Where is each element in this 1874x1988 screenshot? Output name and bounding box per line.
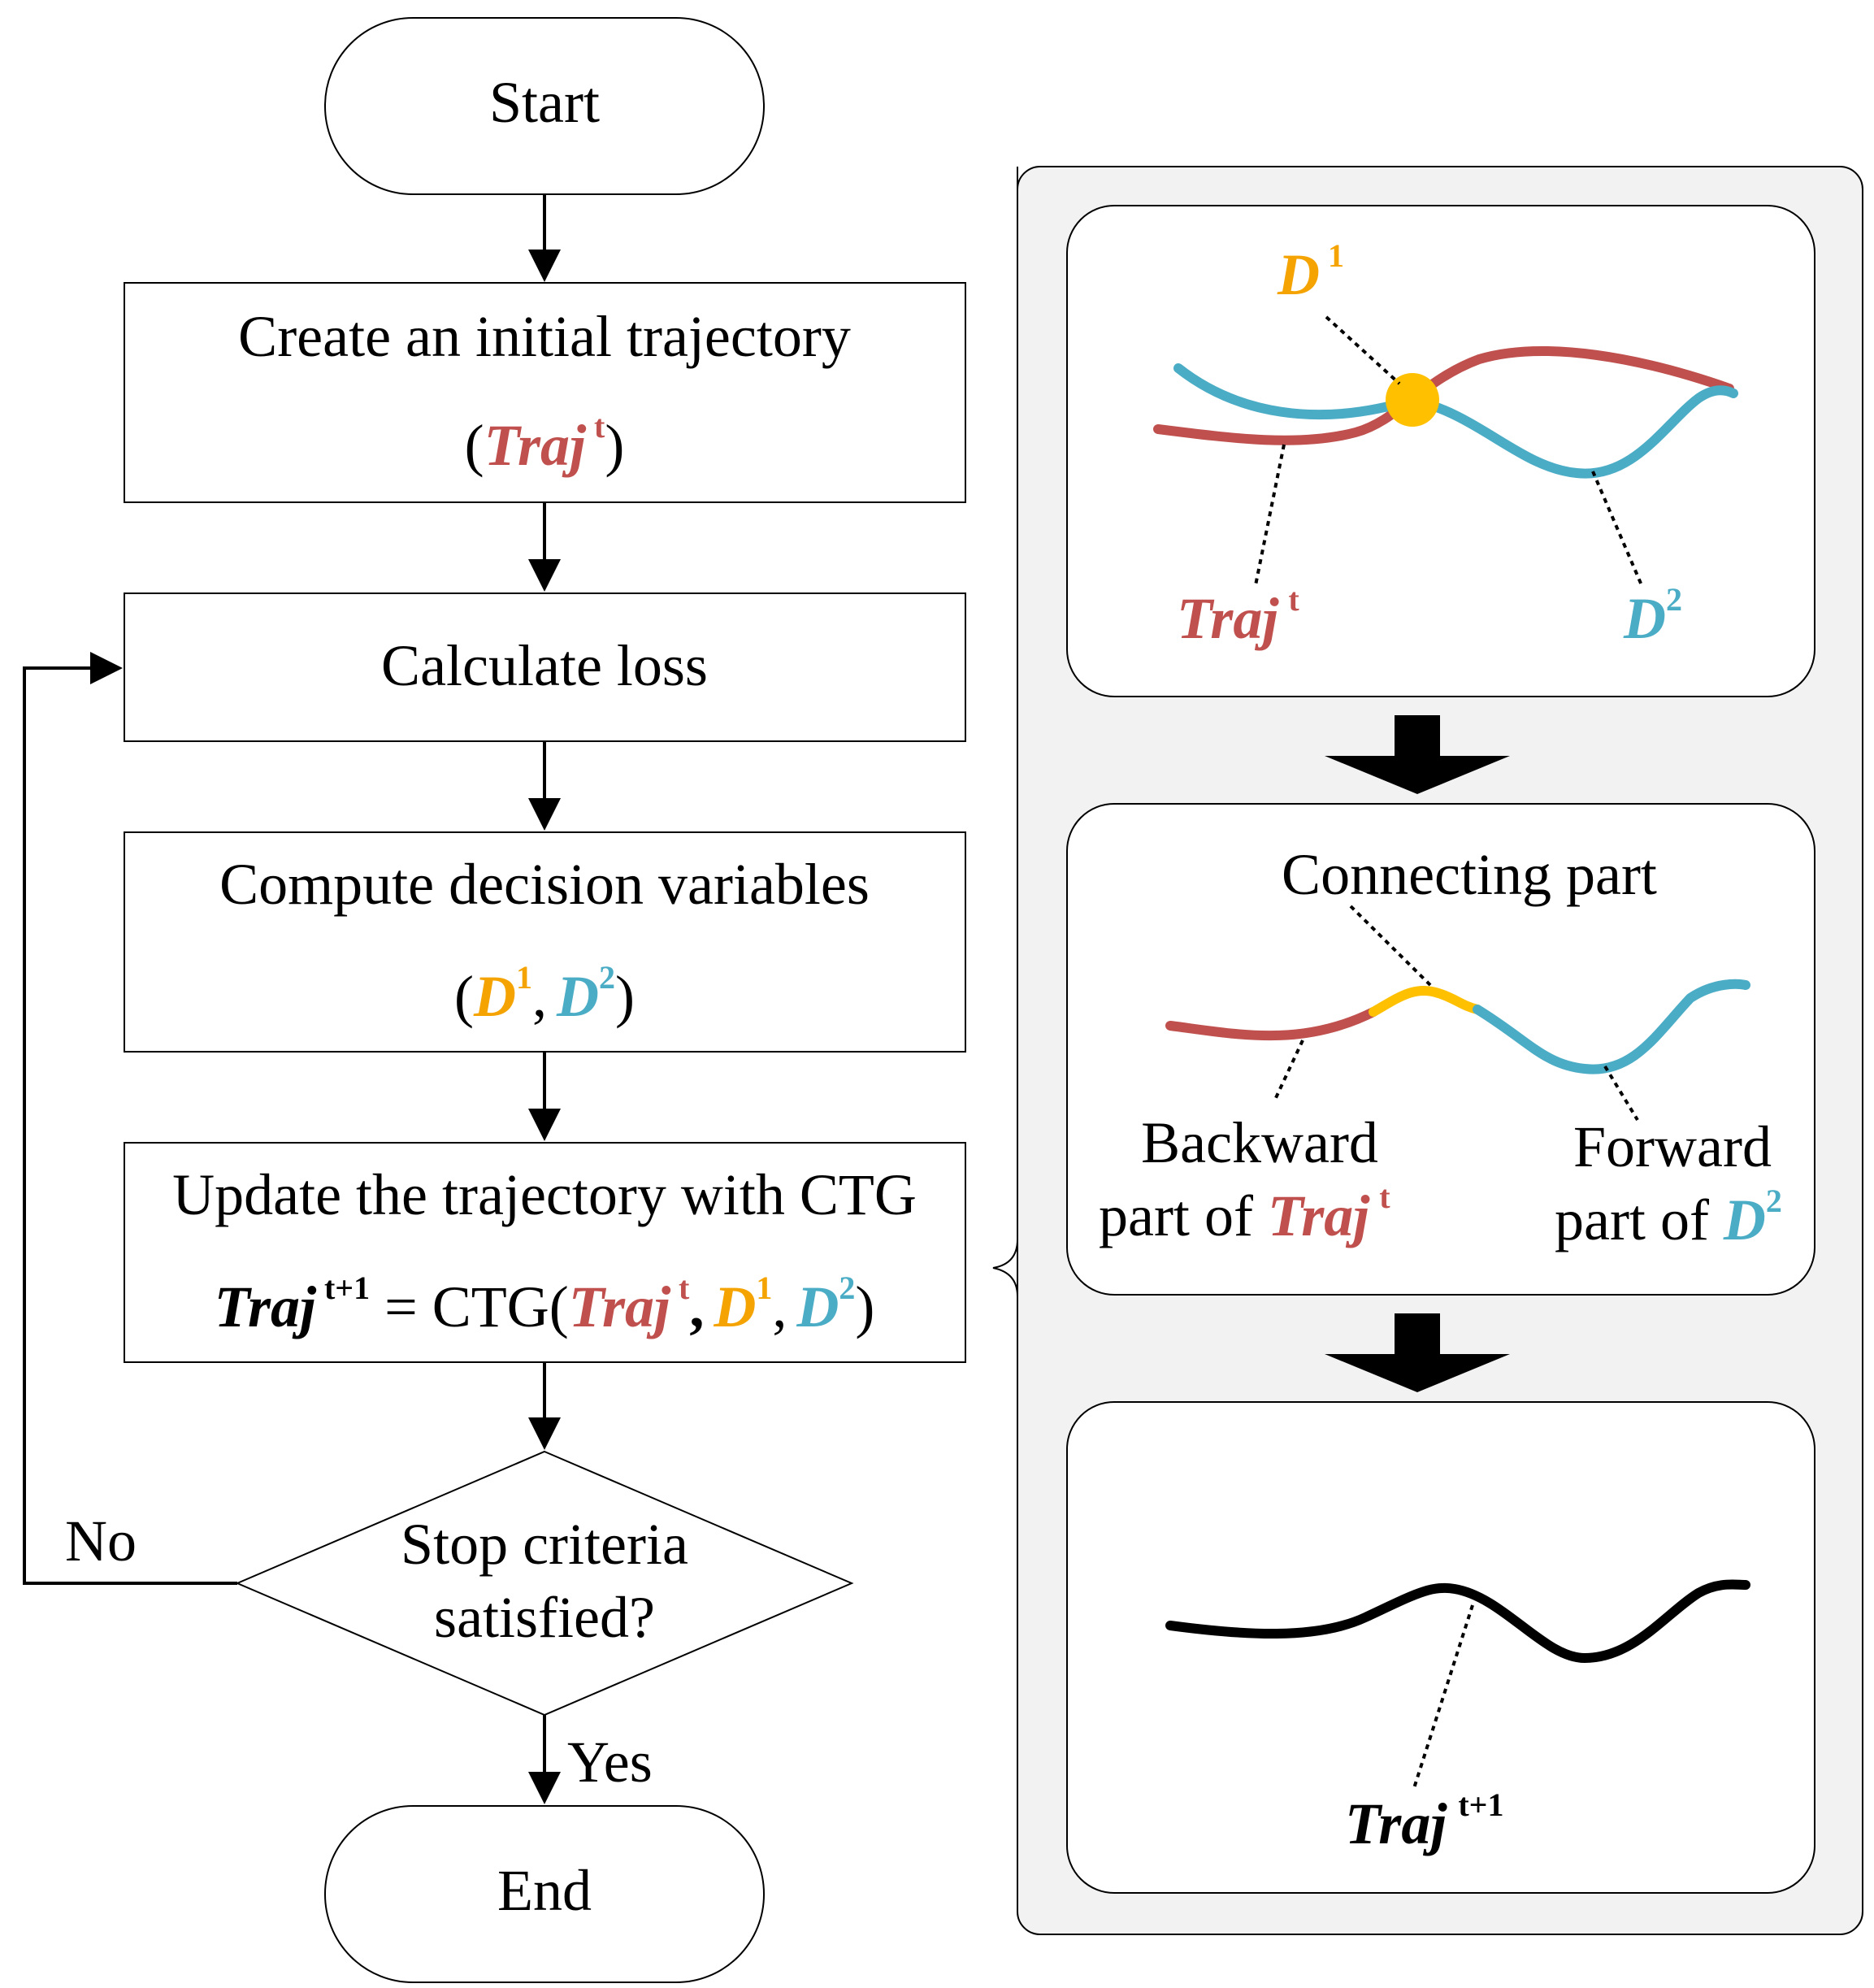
panel-middle-parts: [1066, 803, 1815, 1296]
step-calculate-loss: [124, 592, 966, 742]
decision-line1: Stop criteria: [401, 1512, 688, 1577]
connecting-part-label: Connecting part: [1282, 842, 1657, 907]
d2-curve: [1173, 363, 1738, 479]
step3-formula: (D1,D2): [454, 959, 635, 1029]
panel-top-before-connection: [1066, 205, 1815, 697]
arrow-no-loop-to-calculate-loss: [23, 652, 237, 1585]
connecting-part-curve: [1369, 985, 1482, 1017]
traj-t-plus-1-curve: [1165, 1579, 1750, 1664]
step2-title: Calculate loss: [381, 633, 708, 698]
traj-t-plus-1-leader-line: [1412, 1604, 1474, 1789]
top-d2-label: D2: [1623, 581, 1682, 651]
decision-stop-criteria: [235, 1450, 854, 1717]
decision-line2: satisfied?: [434, 1585, 655, 1650]
backward-leader-line: [1273, 1040, 1304, 1102]
brace-connector: [992, 167, 1018, 1906]
traj-t-leader-line: [1254, 444, 1286, 586]
backward-line1: Backward: [1141, 1110, 1378, 1175]
forward-line1: Forward: [1573, 1114, 1772, 1179]
yes-label: Yes: [567, 1730, 653, 1795]
end-label: End: [497, 1858, 592, 1923]
down-block-arrow-2: [1325, 1313, 1510, 1392]
step-create-initial-trajectory: [124, 282, 966, 503]
start-label: Start: [489, 70, 600, 135]
down-block-arrow-1: [1325, 715, 1510, 794]
d1-intersection-dot: [1386, 373, 1439, 427]
step-update-trajectory-ctg: [124, 1142, 966, 1363]
end-terminator: [324, 1805, 765, 1983]
backward-part-curve: [1165, 1007, 1378, 1041]
forward-leader-line: [1603, 1065, 1639, 1122]
step-compute-decision-variables: [124, 831, 966, 1053]
step1-title: Create an initial trajectory: [238, 304, 851, 369]
step3-title: Compute decision variables: [219, 852, 870, 917]
d2-leader-line: [1591, 471, 1643, 586]
forward-part-curve: [1473, 979, 1750, 1074]
d1-leader-line: [1325, 315, 1401, 385]
no-label: No: [65, 1508, 137, 1573]
forward-line2: part of D2: [1555, 1183, 1782, 1252]
panel-bottom-result: [1066, 1401, 1815, 1894]
step4-title: Update the trajectory with CTG: [172, 1162, 917, 1227]
